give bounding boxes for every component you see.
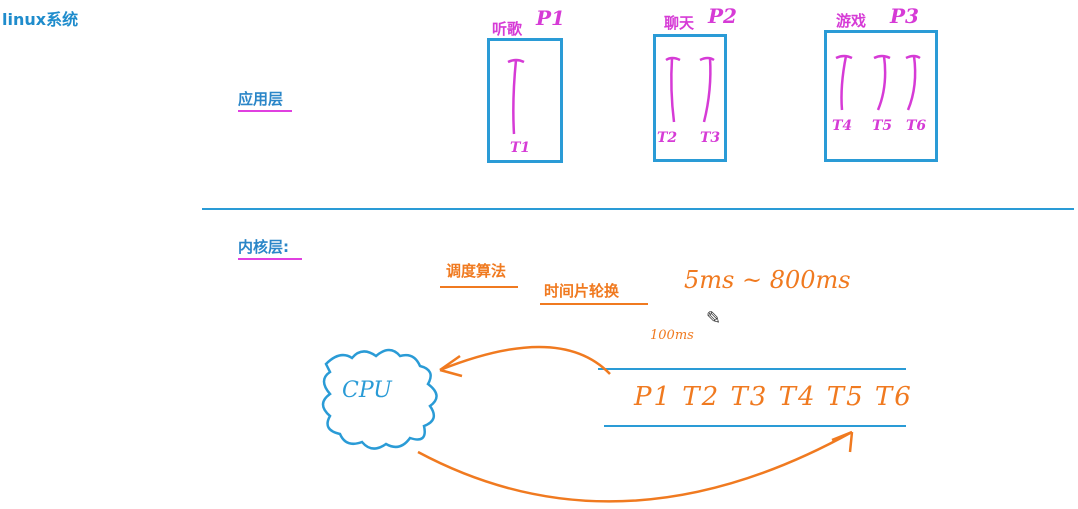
page-title: linux系统 bbox=[2, 10, 79, 29]
scheduling-underline bbox=[440, 286, 518, 288]
thread-label-t4: T4 bbox=[832, 118, 853, 134]
process-name-1: 听歌 bbox=[492, 20, 523, 38]
kernel-layer-label: 内核层: bbox=[238, 238, 289, 256]
app-layer-underline bbox=[238, 110, 292, 112]
process-id-1: P1 bbox=[536, 6, 565, 30]
queue-items: P1 T2 T3 T4 T5 T6 bbox=[634, 382, 913, 412]
process-name-3: 游戏 bbox=[836, 12, 867, 30]
kernel-layer-underline bbox=[238, 258, 302, 260]
scheduling-method-underline bbox=[540, 303, 648, 305]
process-name-2: 聊天 bbox=[664, 14, 695, 32]
process-id-3: P3 bbox=[890, 4, 919, 28]
cpu-to-queue-arrow bbox=[417, 430, 853, 503]
process-id-2: P2 bbox=[708, 4, 737, 28]
thread-marks bbox=[507, 54, 921, 135]
queue-to-cpu-arrow bbox=[439, 345, 611, 375]
queue-to-cpu-arrowhead bbox=[439, 354, 463, 378]
queue-bottom-line bbox=[604, 425, 906, 427]
process-box-2 bbox=[653, 34, 727, 162]
process-box-1 bbox=[487, 38, 563, 163]
timeslice-note: 100ms bbox=[650, 328, 694, 343]
cpu-label: CPU bbox=[342, 378, 392, 403]
process-box-3 bbox=[824, 30, 938, 162]
thread-label-t1: T1 bbox=[510, 140, 531, 156]
app-layer-label: 应用层 bbox=[238, 90, 284, 108]
thread-label-t2: T2 bbox=[657, 130, 678, 146]
timeslice-range: 5ms ~ 800ms bbox=[684, 266, 851, 294]
thread-label-t6: T6 bbox=[906, 118, 927, 134]
queue-top-line bbox=[598, 368, 906, 370]
scheduling-method: 时间片轮换 bbox=[544, 282, 620, 300]
scheduling-label: 调度算法 bbox=[446, 262, 507, 280]
thread-label-t5: T5 bbox=[872, 118, 893, 134]
thread-label-t3: T3 bbox=[700, 130, 721, 146]
pen-cursor-icon: ✎ bbox=[706, 308, 722, 329]
cpu-to-queue-arrowhead bbox=[831, 430, 854, 453]
cpu-outline bbox=[321, 348, 438, 450]
